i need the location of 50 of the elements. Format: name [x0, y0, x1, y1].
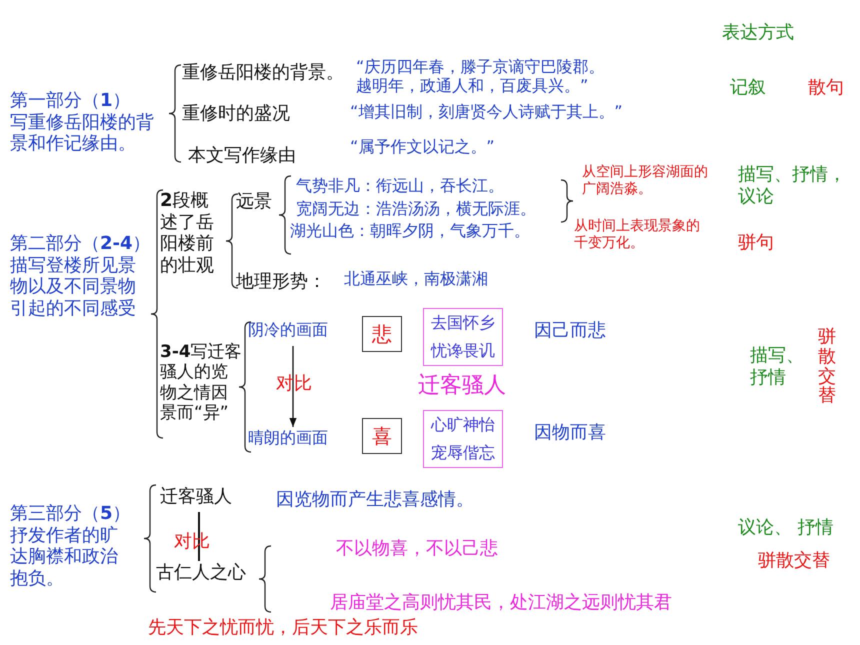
ideal-text: 居庙堂之高则忧其民，处江湖之远则忧其君 — [330, 592, 672, 614]
section-heading: 第二部分（2-4）描写登楼所见景物以及不同景物引起的不同感受 — [10, 233, 151, 320]
topic-text: 晴朗的画面 — [248, 428, 344, 452]
emotion-box — [362, 418, 402, 454]
quote-text: “属予作文以记之。” — [350, 137, 495, 156]
column-heading: 表达方式 — [722, 22, 794, 44]
method-label: 骈散交替 — [818, 327, 836, 406]
subject-text: 迁客骚人 — [418, 373, 506, 400]
feeling-text: 因物而喜 — [534, 422, 606, 444]
quote-text: “增其旧制，刻唐贤今人诗赋于其上。” — [350, 102, 623, 122]
phrase-text: 宠辱偕忘 — [431, 443, 495, 463]
phrase-box — [423, 410, 503, 468]
phrase-text: 忧谗畏讥 — [431, 341, 495, 361]
note-text: 从时间上表现景象的千变万化。 — [574, 218, 700, 252]
method-label: 骈句 — [738, 232, 774, 254]
emotion-box — [362, 316, 402, 352]
feeling-text: 因览物而产生悲喜感情。 — [276, 489, 474, 511]
topic-text: 重修时的盛况 — [182, 103, 290, 125]
topic-text: 迁客骚人 — [160, 486, 250, 510]
method-label: 散句 — [808, 77, 844, 99]
topic-text: 阴冷的画面 — [248, 320, 344, 344]
arrow — [289, 346, 297, 427]
emotion-char: 悲 — [372, 322, 392, 346]
scene-text: 湖光山色：朝晖夕阴，气象万千。 — [290, 221, 530, 240]
method-label: 描写、抒情，议论 — [738, 164, 846, 208]
topic-text: 3-4写迁客骚人的览物之情因景而“异” — [160, 342, 242, 424]
method-label: 骈散交替 — [758, 550, 830, 572]
quote-text: “庆历四年春，滕子京谪守巴陵郡。越明年，政通人和，百废具兴。” — [356, 57, 604, 96]
topic-text: 2段概述了岳阳楼前的壮观 — [160, 190, 214, 276]
topic-text: 重修岳阳楼的背景。 — [182, 62, 344, 84]
method-label: 描写、抒情 — [750, 345, 804, 388]
feeling-text: 因己而悲 — [534, 320, 606, 342]
motto-text: 先天下之忧而忧，后天下之乐而乐 — [148, 617, 418, 639]
method-label: 记叙 — [730, 77, 766, 99]
section-heading: 第一部分（1）写重修岳阳楼的背景和作记缘由。 — [10, 90, 154, 155]
topic-text: 古仁人之心 — [156, 562, 262, 586]
topic-text: 本文写作缘由 — [188, 145, 296, 167]
topic-text: 远景 — [236, 191, 272, 213]
scene-text: 气势非凡：衔远山，吞长江。 — [296, 176, 504, 196]
scene-text: 宽阔无边：浩浩汤汤，横无际涯。 — [296, 199, 536, 218]
phrase-text: 心旷神怡 — [431, 415, 495, 435]
note-text: 从空间上形容湖面的广阔浩淼。 — [582, 164, 708, 198]
method-label: 议论、 抒情 — [738, 517, 834, 539]
phrase-box — [423, 308, 503, 366]
topic-text: 地理形势： — [236, 271, 326, 293]
section-heading: 第三部分（5）抒发作者的旷达胸襟和政治抱负。 — [10, 503, 131, 590]
emotion-char: 喜 — [372, 424, 392, 448]
phrase-text: 去国怀乡 — [431, 313, 495, 333]
ideal-text: 不以物喜，不以己悲 — [336, 538, 498, 560]
scene-text: 北通巫峡，南极潇湘 — [344, 269, 488, 288]
